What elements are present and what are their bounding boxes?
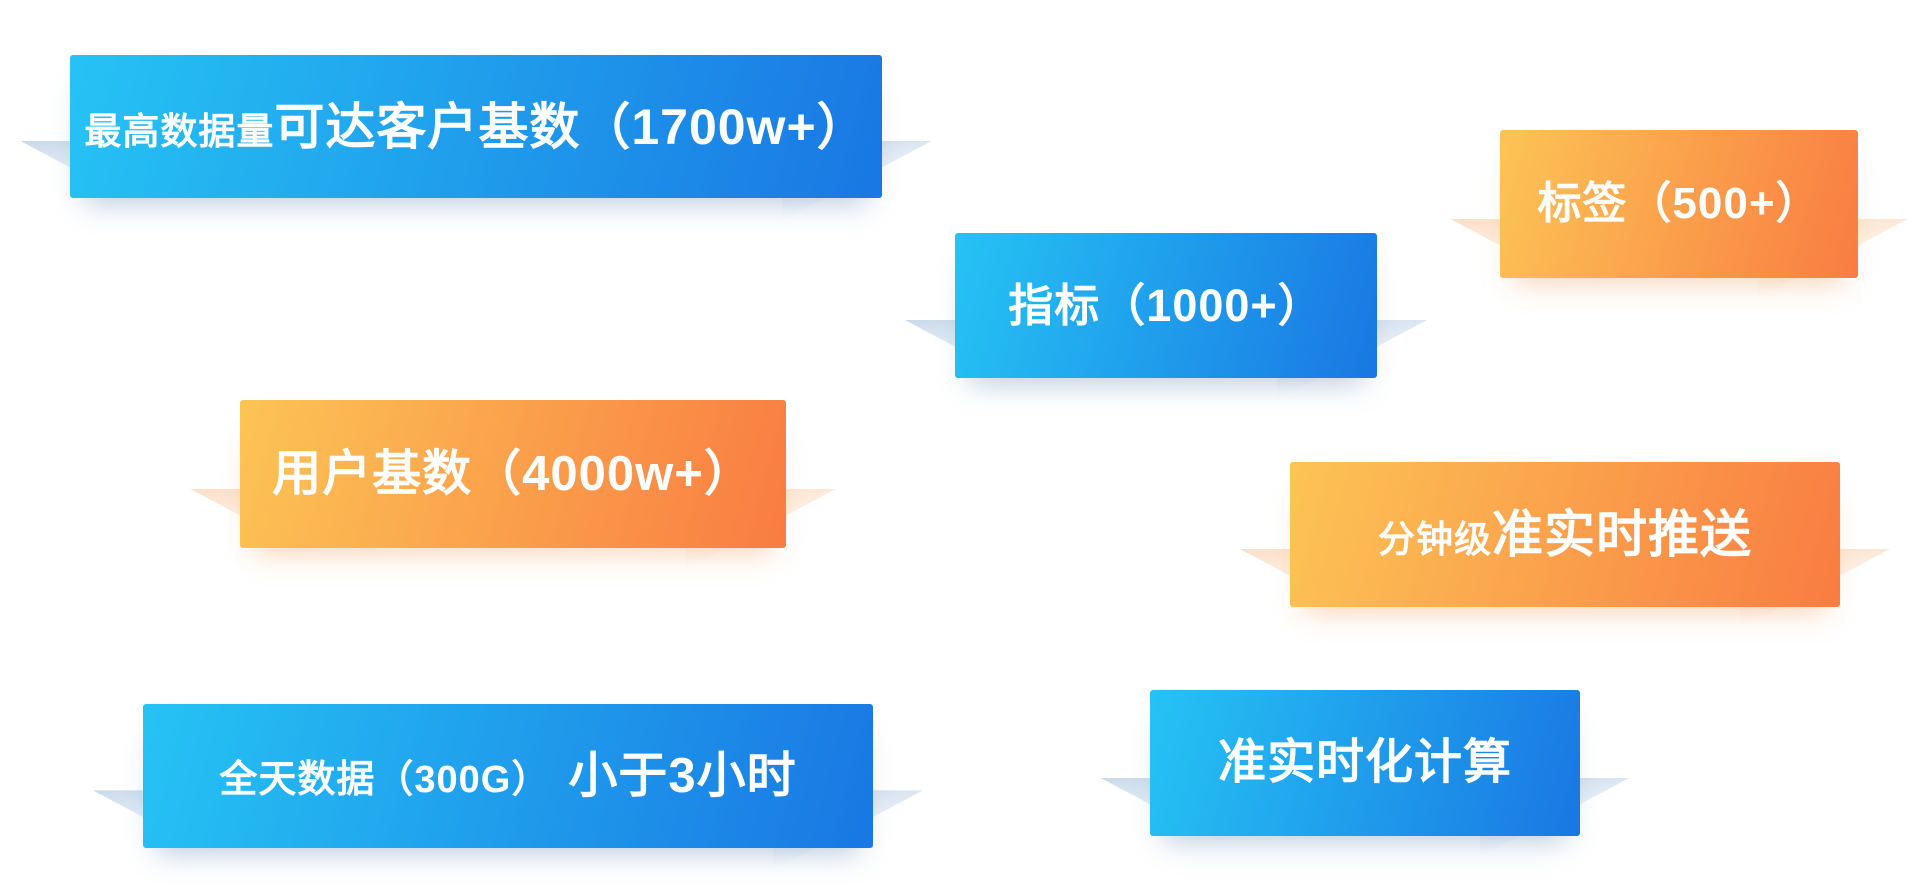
- banner-label-segment-large: 准实时推送: [1491, 506, 1752, 563]
- banner-user-base: 用户基数（4000w+）: [190, 400, 836, 569]
- banner-face: 标签（500+）: [1500, 130, 1858, 278]
- banner-label: 指标（1000+）: [1008, 283, 1323, 328]
- banner-label-segment-small: 分钟级: [1377, 519, 1492, 560]
- banner-face: 全天数据（300G） 小于3小时: [143, 704, 873, 848]
- banner-metrics: 指标（1000+）: [905, 233, 1427, 400]
- banner-label-segment-large: 指标（1000+）: [1008, 280, 1324, 331]
- banner-max-data-volume: 最高数据量可达客户基数（1700w+）: [20, 55, 932, 221]
- banner-face: 用户基数（4000w+）: [240, 400, 786, 548]
- banner-realtime-compute: 准实时化计算: [1100, 690, 1630, 858]
- banner-label: 标签（500+）: [1537, 182, 1820, 226]
- banner-label-segment-large: 用户基数（4000w+）: [272, 446, 754, 501]
- banner-face: 指标（1000+）: [955, 233, 1377, 378]
- banner-face: 最高数据量可达客户基数（1700w+）: [70, 55, 882, 198]
- banner-tags: 标签（500+）: [1450, 130, 1908, 299]
- banner-label: 准实时化计算: [1218, 739, 1512, 787]
- banner-label: 分钟级准实时推送: [1378, 509, 1752, 560]
- banner-face: 分钟级准实时推送: [1290, 462, 1840, 607]
- banner-label-segment-large: 标签（500+）: [1537, 179, 1821, 228]
- banner-label-segment-large: 准实时化计算: [1217, 736, 1512, 789]
- banner-face: 准实时化计算: [1150, 690, 1580, 836]
- banner-label-segment-large: 可达客户基数（1700w+）: [274, 98, 868, 155]
- banner-label-segment-small: 全天数据（300G）: [219, 758, 551, 801]
- banner-label: 用户基数（4000w+）: [272, 446, 754, 501]
- banner-label: 全天数据（300G） 小于3小时: [219, 748, 797, 803]
- banner-realtime-push: 分钟级准实时推送: [1240, 462, 1890, 629]
- banner-label: 最高数据量可达客户基数（1700w+）: [84, 102, 867, 152]
- banner-label-segment-large: 小于3小时: [568, 748, 797, 803]
- banner-daily-data: 全天数据（300G） 小于3小时: [93, 704, 923, 871]
- banner-label-segment-small: 最高数据量: [84, 110, 275, 152]
